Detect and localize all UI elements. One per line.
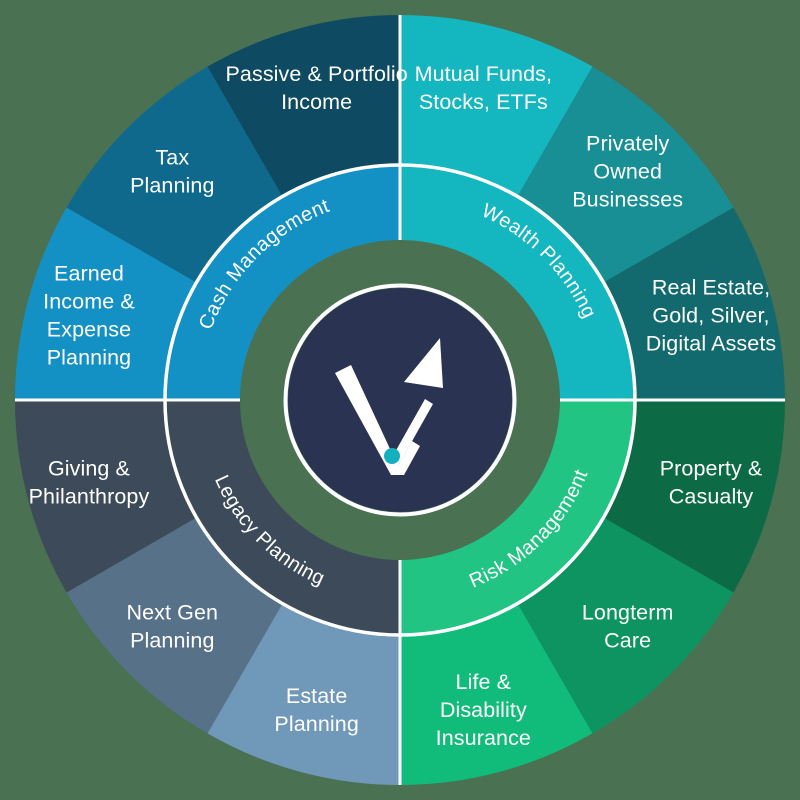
outer-segment-label: Real Estate,Gold, Silver,Digital Assets <box>646 275 776 355</box>
wheel-outer-segment[interactable] <box>207 15 401 197</box>
inner-ring-group <box>165 165 635 635</box>
outer-segment-group <box>15 15 785 785</box>
inner-ring-outline <box>163 399 401 637</box>
center-circle-outline <box>283 283 517 517</box>
inner-ring-outline <box>399 163 637 401</box>
wheel-outer-segment[interactable] <box>66 517 283 734</box>
inner-ring-outline <box>399 399 637 637</box>
wheel-outer-segment[interactable] <box>15 207 197 401</box>
outer-segment-label: Mutual Funds,Stocks, ETFs <box>415 62 553 114</box>
wheel-outer-segment[interactable] <box>517 66 734 283</box>
logo-arrow-head <box>404 338 443 388</box>
wheel-outer-segment[interactable] <box>15 400 197 593</box>
logo-arrow-stroke <box>390 399 433 466</box>
wheel-outer-segment[interactable] <box>66 66 283 283</box>
outer-segment-label: Property &Casualty <box>660 456 763 508</box>
wheel-outer-segment[interactable] <box>517 517 734 734</box>
center-circle <box>288 288 512 512</box>
inner-ring-segment[interactable] <box>165 400 400 635</box>
wheel-outer-segment[interactable] <box>603 207 785 401</box>
wheel-outer-segment[interactable] <box>400 15 593 197</box>
logo-dot <box>384 448 400 464</box>
outer-segment-label: Giving &Philanthropy <box>29 456 150 508</box>
inner-ring-segment[interactable] <box>400 400 635 635</box>
inner-ring-segment[interactable] <box>400 165 635 400</box>
inner-ring-outline <box>163 163 401 401</box>
ring-outline-group <box>163 163 637 637</box>
divider-group <box>15 15 785 785</box>
wheel-outer-segment[interactable] <box>207 603 401 785</box>
inner-ring-segment[interactable] <box>165 165 400 400</box>
v-arrow-logo <box>335 338 443 475</box>
wheel-outer-segment[interactable] <box>400 603 593 785</box>
logo-v-left-stroke <box>335 365 420 475</box>
wheel-outer-segment[interactable] <box>603 400 785 593</box>
